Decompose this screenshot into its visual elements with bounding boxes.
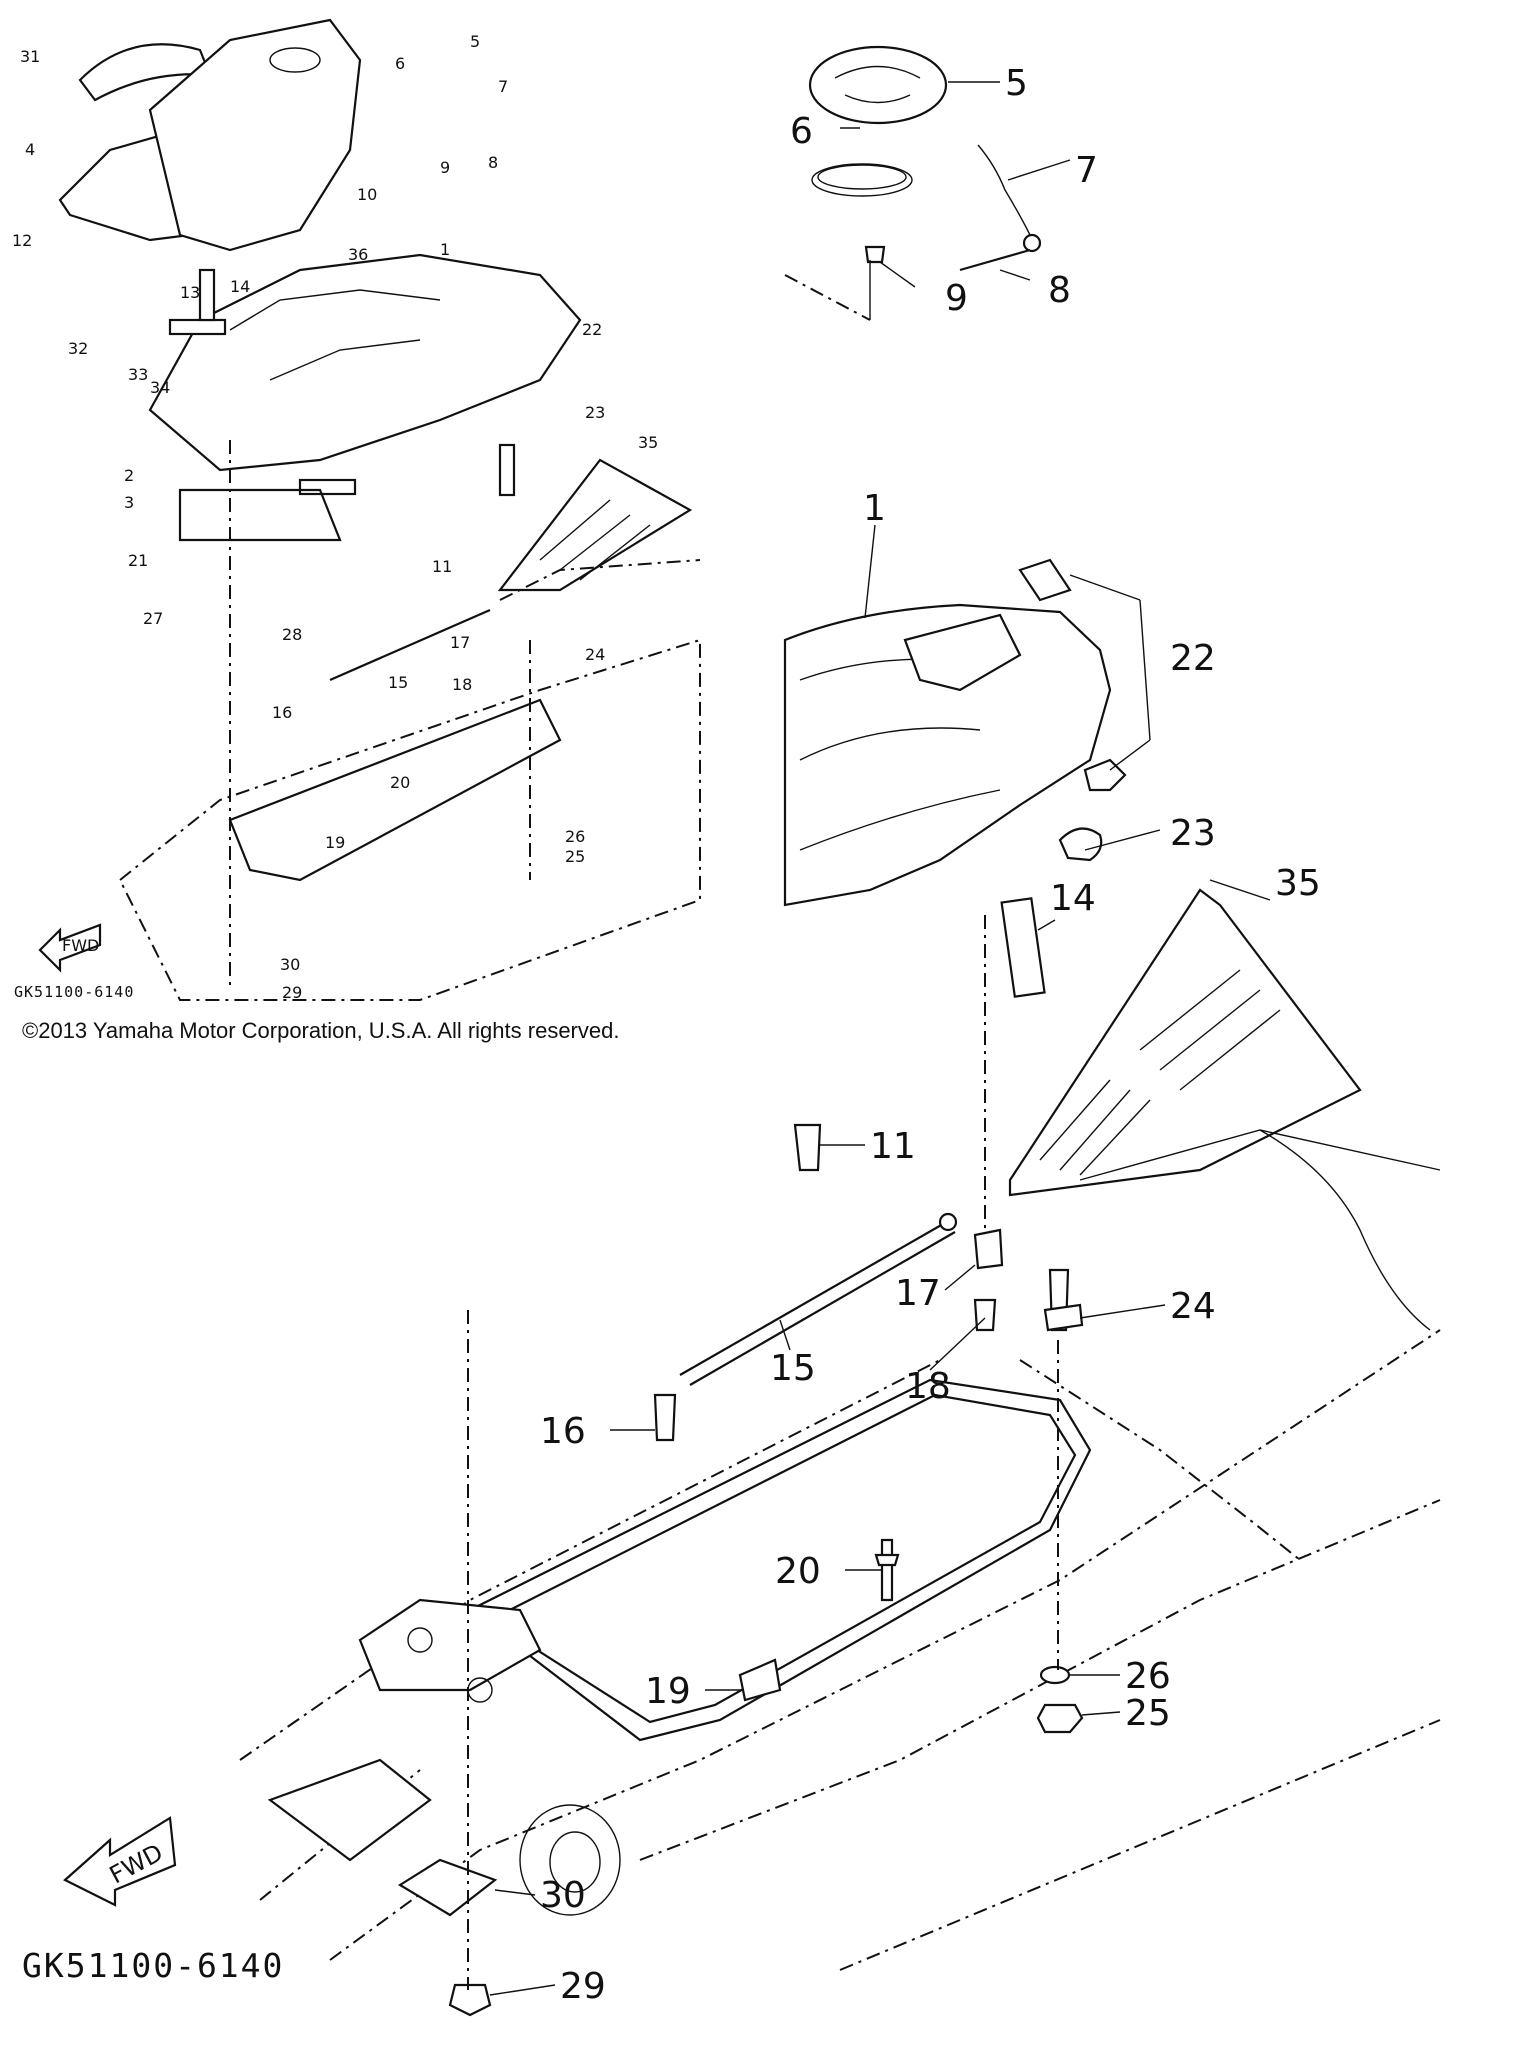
callout-8: 8 (488, 153, 498, 172)
cap-part (808, 45, 948, 125)
callout-26: 26 (565, 827, 585, 846)
detail-callout-19: 19 (645, 1671, 691, 1712)
callout-6: 6 (395, 54, 405, 73)
callout-10: 10 (357, 185, 377, 204)
callout-25: 25 (565, 847, 585, 866)
callout-27: 27 (143, 609, 163, 628)
callout-12: 12 (12, 231, 32, 250)
detail-side-panel (1008, 888, 1362, 1197)
callout-34: 34 (150, 378, 170, 397)
detail-callout-14: 14 (1050, 878, 1096, 919)
detail-rod-part (679, 1219, 951, 1376)
detail-hull-part (783, 603, 1112, 907)
top-deck-part (148, 18, 362, 252)
detail-pad-14 (1000, 897, 1046, 998)
detail-callout-15: 15 (770, 1348, 816, 1389)
callout-17: 17 (450, 633, 470, 652)
callout-31: 31 (20, 47, 40, 66)
callout-9: 9 (440, 158, 450, 177)
detail-callout-23: 23 (1170, 813, 1216, 854)
callout-19: 19 (325, 833, 345, 852)
nut-part (864, 245, 886, 264)
fwd-label-small: FWD (62, 936, 99, 955)
diagram-code-small: GK51100-6140 (14, 983, 135, 1001)
callout-4: 4 (25, 140, 35, 159)
callout-20: 20 (390, 773, 410, 792)
callout-14a: 14 (230, 277, 250, 296)
detail-callout-22: 22 (1170, 638, 1216, 679)
handle-rail-part (178, 488, 342, 542)
callout-5: 5 (470, 32, 480, 51)
detail-callout-6: 6 (790, 111, 813, 152)
callout-30: 30 (280, 955, 300, 974)
copyright-text: ©2013 Yamaha Motor Corporation, U.S.A. A… (22, 1018, 620, 1043)
detail-callout-16: 16 (540, 1411, 586, 1452)
callout-36: 36 (348, 245, 368, 264)
detail-callout-11: 11 (870, 1126, 916, 1167)
diagram-code-large: GK51100-6140 (22, 1946, 285, 1985)
detail-callout-26: 26 (1125, 1656, 1171, 1697)
callout-11: 11 (432, 557, 452, 576)
detail-callout-17: 17 (895, 1273, 941, 1314)
callout-23: 23 (585, 403, 605, 422)
detail-callout-24: 24 (1170, 1286, 1216, 1327)
fwd-arrow-icon (63, 1816, 177, 1907)
callout-28: 28 (282, 625, 302, 644)
callout-3: 3 (124, 493, 134, 512)
hull-part (148, 253, 582, 472)
callout-18: 18 (452, 675, 472, 694)
callout-22: 22 (582, 320, 602, 339)
callout-24: 24 (585, 645, 605, 664)
callout-29: 29 (282, 983, 302, 1002)
detail-callout-9: 9 (945, 278, 968, 319)
detail-callout-29: 29 (560, 1966, 606, 2007)
callout-33: 33 (128, 365, 148, 384)
storage-frame-part (228, 698, 562, 882)
side-panel-part (497, 458, 693, 592)
callout-1: 1 (440, 240, 450, 259)
callout-21: 21 (128, 551, 148, 570)
callout-15: 15 (388, 673, 408, 692)
detail-callout-1: 1 (863, 488, 886, 529)
callout-13a: 13 (180, 283, 200, 302)
overview-diagram: FWD 31 4 12 5 6 7 8 9 10 36 1 13 14 22 3… (12, 18, 701, 1002)
o-ring-part (811, 163, 913, 197)
detail-callout-35: 35 (1275, 863, 1321, 904)
detail-callout-25: 25 (1125, 1693, 1171, 1734)
detail-callout-8: 8 (1048, 270, 1071, 311)
detail-bracket-30 (397, 1858, 498, 1917)
detail-callout-20: 20 (775, 1551, 821, 1592)
detail-callout-18: 18 (905, 1366, 951, 1407)
detail-callout-30: 30 (540, 1875, 586, 1916)
callout-2: 2 (124, 466, 134, 485)
callout-16: 16 (272, 703, 292, 722)
callout-7: 7 (498, 77, 508, 96)
detail-storage-frame (467, 1378, 1092, 1742)
callout-32: 32 (68, 339, 88, 358)
hull-detail: FWD 1 22 23 35 14 11 17 24 15 18 16 20 1… (63, 488, 1441, 2017)
overview-callouts: 31 4 12 5 6 7 8 9 10 36 1 13 14 22 32 33… (12, 32, 658, 1002)
detail-callout-5: 5 (1005, 63, 1028, 104)
fuel-cap-detail: 5 6 7 9 8 (784, 45, 1098, 321)
detail-callout-7: 7 (1075, 150, 1098, 191)
callout-35: 35 (638, 433, 658, 452)
